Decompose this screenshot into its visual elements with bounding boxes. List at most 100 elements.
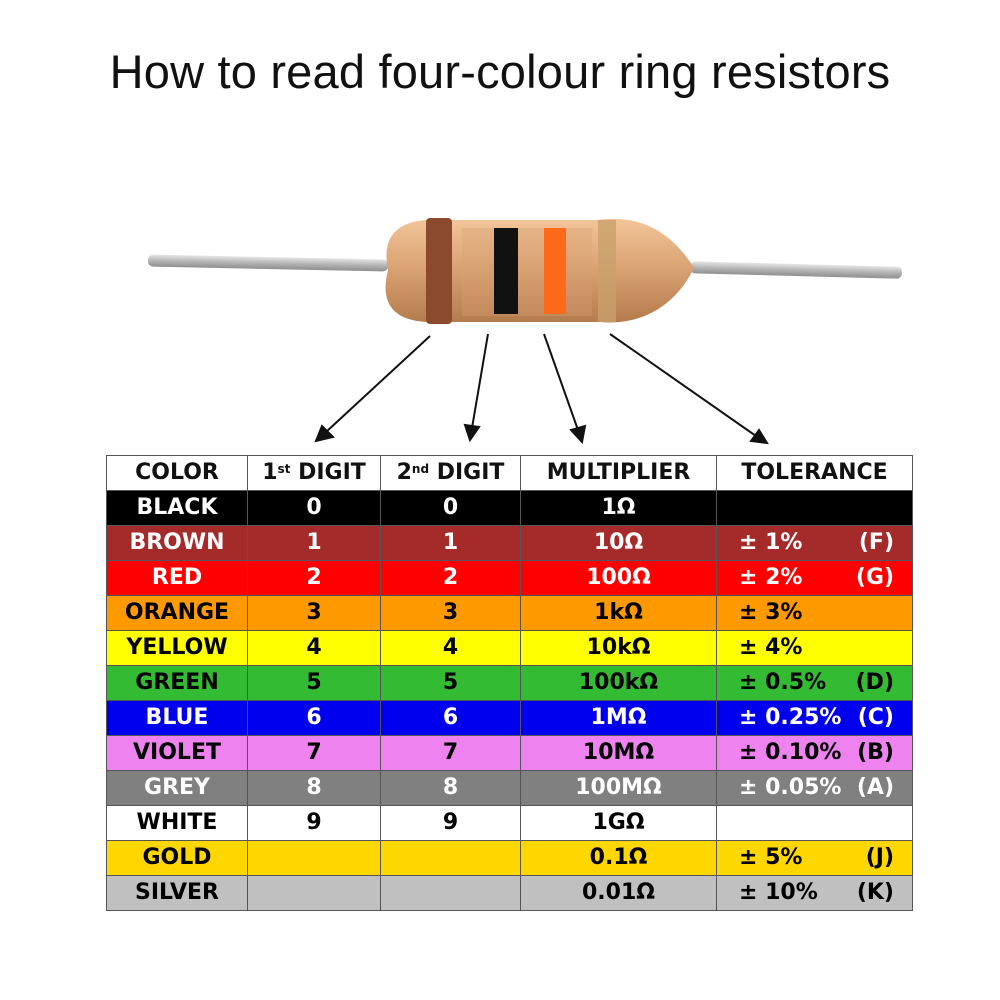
first-digit-cell: 6 — [247, 700, 381, 736]
page-title: How to read four-colour ring resistors — [109, 45, 891, 98]
tolerance-percent: ± 0.25% — [739, 705, 842, 730]
tolerance-letter-code: (G) — [855, 565, 894, 590]
first-digit-cell: 0 — [247, 490, 381, 526]
multiplier-cell: 1kΩ — [520, 595, 717, 631]
multiplier-cell: 100Ω — [520, 560, 717, 596]
second-digit-cell: 2 — [380, 560, 521, 596]
tolerance-letter-code: (F) — [858, 530, 894, 555]
table-row: SILVER 0.01Ω± 10%(K) — [106, 875, 913, 911]
band-2 — [494, 228, 518, 314]
header-tolerance: TOLERANCE — [716, 455, 913, 491]
color-name-cell: SILVER — [106, 875, 248, 911]
color-name-cell: GREEN — [106, 665, 248, 701]
color-name-cell: GOLD — [106, 840, 248, 876]
resistor-figure — [148, 218, 902, 445]
color-name-cell: BROWN — [106, 525, 248, 561]
multiplier-cell: 10Ω — [520, 525, 717, 561]
tolerance-cell: ± 0.10%(B) — [716, 735, 913, 771]
multiplier-cell: 100MΩ — [520, 770, 717, 806]
table-header-row: COLOR 1st DIGIT 2nd DIGIT MULTIPLIER TOL… — [106, 455, 913, 491]
tolerance-cell: ± 0.05% (A) — [716, 770, 913, 806]
tolerance-letter-code: (C) — [857, 705, 894, 730]
second-digit-cell: 3 — [380, 595, 521, 631]
first-digit-cell: 9 — [247, 805, 381, 841]
tolerance-percent: ± 1% — [739, 530, 803, 555]
band-4 — [598, 220, 616, 322]
tolerance-percent: ± 3% — [739, 600, 803, 625]
first-digit-cell: 3 — [247, 595, 381, 631]
color-name-cell: BLACK — [106, 490, 248, 526]
header-multiplier: MULTIPLIER — [520, 455, 717, 491]
second-digit-cell: 4 — [380, 630, 521, 666]
first-digit-cell: 1 — [247, 525, 381, 561]
first-digit-cell: 2 — [247, 560, 381, 596]
color-code-table: COLOR 1st DIGIT 2nd DIGIT MULTIPLIER TOL… — [106, 455, 913, 911]
second-digit-cell: 5 — [380, 665, 521, 701]
first-digit-cell: 5 — [247, 665, 381, 701]
tolerance-cell: ± 2% (G) — [716, 560, 913, 596]
tolerance-cell: ± 0.5%(D) — [716, 665, 913, 701]
multiplier-cell: 10kΩ — [520, 630, 717, 666]
multiplier-cell: 10MΩ — [520, 735, 717, 771]
band-3 — [544, 228, 566, 314]
band-1 — [426, 218, 452, 324]
right-lead — [690, 261, 902, 279]
multiplier-cell: 100kΩ — [520, 665, 717, 701]
header-first-digit: 1st DIGIT — [247, 455, 381, 491]
tolerance-percent: ± 0.05% — [739, 775, 842, 800]
second-digit-cell: 7 — [380, 735, 521, 771]
color-name-cell: ORANGE — [106, 595, 248, 631]
color-name-cell: YELLOW — [106, 630, 248, 666]
header-color: COLOR — [106, 455, 248, 491]
multiplier-cell: 0.1Ω — [520, 840, 717, 876]
second-digit-cell: 6 — [380, 700, 521, 736]
pointer-arrows — [314, 333, 769, 445]
color-name-cell: VIOLET — [106, 735, 248, 771]
color-name-cell: BLUE — [106, 700, 248, 736]
second-digit-cell: 8 — [380, 770, 521, 806]
resistor-body — [385, 218, 694, 323]
first-digit-cell: 8 — [247, 770, 381, 806]
tolerance-percent: ± 4% — [739, 635, 803, 660]
left-lead — [148, 254, 388, 272]
tolerance-cell: ± 1% (F) — [716, 525, 913, 561]
second-digit-cell: 9 — [380, 805, 521, 841]
first-digit-cell: 7 — [247, 735, 381, 771]
tolerance-percent: ± 2% — [739, 565, 803, 590]
multiplier-cell: 1GΩ — [520, 805, 717, 841]
multiplier-cell: 0.01Ω — [520, 875, 717, 911]
table-row: GOLD 0.1Ω ± 5% (J) — [106, 840, 913, 876]
tolerance-percent: ± 5% — [739, 845, 803, 870]
tolerance-cell — [716, 490, 913, 526]
tolerance-cell: ± 4% — [716, 630, 913, 666]
color-name-cell: WHITE — [106, 805, 248, 841]
tolerance-cell — [716, 805, 913, 841]
second-digit-cell: 0 — [380, 490, 521, 526]
tolerance-letter-code: (A) — [856, 775, 894, 800]
tolerance-cell: ± 3% — [716, 595, 913, 631]
first-digit-cell — [247, 840, 381, 876]
first-digit-cell — [247, 875, 381, 911]
color-name-cell: RED — [106, 560, 248, 596]
tolerance-cell: ± 10%(K) — [716, 875, 913, 911]
tolerance-letter-code: (J) — [865, 845, 894, 870]
tolerance-letter-code: (K) — [856, 880, 894, 905]
second-digit-cell: 1 — [380, 525, 521, 561]
first-digit-cell: 4 — [247, 630, 381, 666]
color-name-cell: GREY — [106, 770, 248, 806]
header-second-digit: 2nd DIGIT — [380, 455, 521, 491]
second-digit-cell — [380, 840, 521, 876]
multiplier-cell: 1MΩ — [520, 700, 717, 736]
tolerance-percent: ± 0.10% — [739, 740, 842, 765]
tolerance-cell: ± 0.25% (C) — [716, 700, 913, 736]
